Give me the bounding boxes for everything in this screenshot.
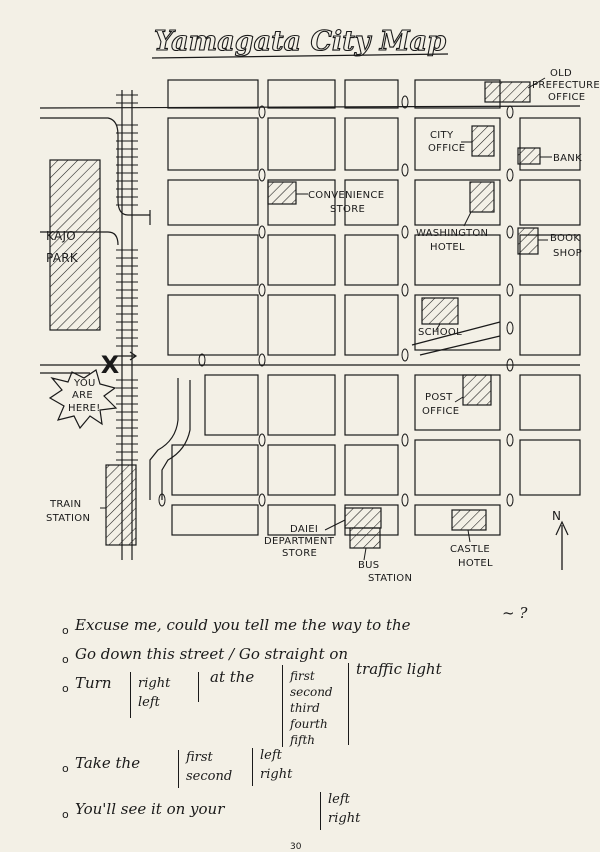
label-old-prefecture-office-1: OLD <box>550 68 572 79</box>
label-castle-hotel-1: CASTLE <box>450 544 490 555</box>
label-bus-station-1: BUS <box>358 560 379 571</box>
phrase-at-the: at the <box>210 668 255 686</box>
label-book-shop-2: SHOP <box>553 248 582 259</box>
label-kajo-park-1: KAJO <box>46 229 76 243</box>
bank <box>517 147 541 165</box>
train-station <box>105 464 137 546</box>
label-post-office-2: OFFICE <box>422 406 459 417</box>
bus-station <box>349 527 381 549</box>
school <box>421 297 459 325</box>
buildings <box>49 81 541 549</box>
traffic-light-ordinal-options: first second third fourth fifth <box>290 669 333 747</box>
take-ordinal-options: first second <box>186 750 233 784</box>
phrase-turn: Turn <box>75 674 112 692</box>
label-school: SCHOOL <box>418 327 462 338</box>
label-book-shop-1: BOOK <box>550 233 580 244</box>
phrase-youll-see-it: You'll see it on your <box>75 800 225 818</box>
phrase-traffic-light: traffic light <box>356 660 442 678</box>
label-bus-station-2: STATION <box>368 573 412 584</box>
phrase-take-the: Take the <box>75 754 141 772</box>
label-washington-hotel-2: HOTEL <box>430 242 465 253</box>
book-shop <box>517 227 539 255</box>
phrase-excuse-me: Excuse me, could you tell me the way to … <box>75 616 411 634</box>
label-old-prefecture-office-2: PREFECTURE <box>532 80 600 91</box>
take-direction-options: left right <box>260 748 293 782</box>
label-kajo-park-2: PARK <box>46 251 79 265</box>
post-office <box>462 374 492 406</box>
label-post-office-1: POST <box>425 392 453 403</box>
label-train-station-2: STATION <box>46 513 90 524</box>
you-are-here-burst-icon <box>48 369 118 430</box>
label-daiei-1: DAIEI <box>290 524 318 535</box>
label-train-station-1: TRAIN <box>49 499 81 510</box>
label-old-prefecture-office-3: OFFICE <box>548 92 585 103</box>
map-drawing: Yamagata City Map <box>39 25 600 584</box>
washington-hotel <box>469 181 495 213</box>
roads <box>39 90 581 560</box>
convenience-store <box>267 181 297 205</box>
label-you-are-here-1: YOU <box>73 378 96 389</box>
traffic-lights <box>158 95 514 507</box>
label-city-office-2: OFFICE <box>428 143 465 154</box>
turn-direction-options: right left <box>138 676 171 710</box>
label-daiei-2: DEPARTMENT <box>264 536 335 547</box>
see-direction-options: left right <box>328 792 361 826</box>
old-prefecture-office <box>484 81 531 103</box>
label-you-are-here-3: HERE! <box>68 403 101 414</box>
map-title: Yamagata City Map <box>154 26 446 57</box>
label-city-office-1: CITY <box>430 130 454 141</box>
phrase-excuse-me-tail: ~ ? <box>502 604 528 622</box>
city-blocks <box>167 79 581 536</box>
label-washington-hotel-1: WASHINGTON <box>416 228 488 239</box>
north-indicator: N <box>552 509 561 523</box>
label-convenience-store-1: CONVENIENCE <box>308 190 384 201</box>
label-castle-hotel-2: HOTEL <box>458 558 493 569</box>
label-convenience-store-2: STORE <box>330 204 365 215</box>
label-you-are-here-2: ARE <box>72 390 93 401</box>
city-office <box>471 125 495 157</box>
you-are-here-x-icon: X <box>101 351 120 379</box>
daiei-department-store <box>344 507 382 529</box>
page-number: 30 <box>290 842 302 852</box>
label-bank: BANK <box>553 153 582 164</box>
kajo-park <box>49 159 101 331</box>
label-daiei-3: STORE <box>282 548 317 559</box>
castle-hotel <box>451 509 487 531</box>
phrase-go-straight: Go down this street / Go straight on <box>75 645 349 663</box>
